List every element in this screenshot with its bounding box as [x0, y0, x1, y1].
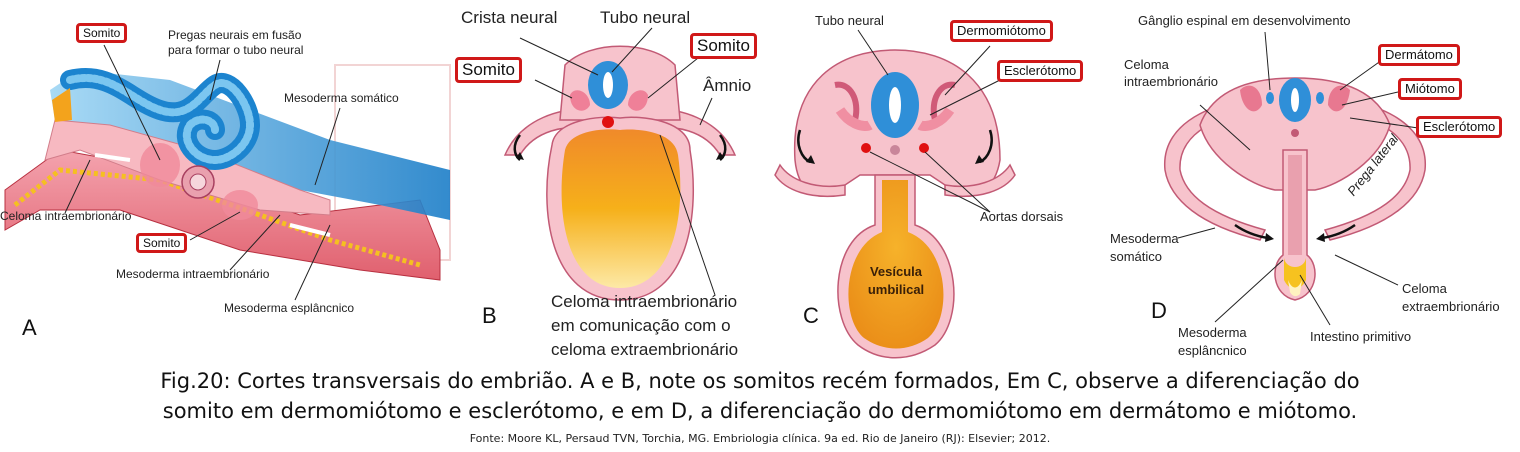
panel-a-illustration [4, 44, 451, 301]
dermatomo-label: Dermátomo [1378, 44, 1460, 66]
panel-b-illustration [503, 27, 737, 301]
esclerotomo-label-d: Esclerótomo [1416, 116, 1503, 138]
vesicula-label-line2: umbilical [867, 282, 925, 297]
celoma-extra-label-d-line1: Celoma [1402, 281, 1447, 296]
celoma-b-line1: Celoma intraembrionário [551, 292, 738, 311]
miotomo-label: Miótomo [1398, 78, 1462, 100]
crista-neural-label: Crista neural [461, 8, 558, 27]
celoma-intra-label-d-line2: intraembrionário [1124, 74, 1218, 89]
panel-d-letter: D [1151, 298, 1167, 323]
ganglio-label: Gânglio espinal em desenvolvimento [1138, 13, 1351, 28]
mesoderma-esplancnico-d-line1: Mesoderma [1178, 325, 1247, 340]
panel-c-illustration [774, 29, 1016, 359]
somito-label-b-right: Somito [690, 33, 757, 60]
figure-caption-line2: somito em dermomiótomo e esclerótomo, e … [162, 399, 1358, 423]
dermomiotomo-label: Dermomiótomo [950, 20, 1053, 42]
mesoderma-esplancnico-d-line2: esplâncnico [1178, 343, 1247, 358]
panel-b-letter: B [482, 303, 497, 328]
vesicula-label-line1: Vesícula [869, 264, 923, 279]
aortas-dorsais-label: Aortas dorsais [980, 209, 1064, 224]
celoma-b-line2: em comunicação com o [551, 316, 731, 335]
panel-c-letter: C [803, 303, 819, 328]
celoma-label-a: Celoma intraembrionário [0, 209, 132, 223]
celoma-extra-label-d-line2: extraembrionário [1402, 299, 1500, 314]
amnio-label: Âmnio [703, 76, 752, 95]
mesoderma-somatico-label-a: Mesoderma somático [284, 91, 399, 105]
mesoderma-somatico-d-line1: Mesoderma [1110, 231, 1179, 246]
mesoderma-esplancnico-label-a: Mesoderma esplâncnico [224, 301, 355, 315]
celoma-intra-label-d-line1: Celoma [1124, 57, 1169, 72]
celoma-b-line3: celoma extraembrionário [551, 340, 739, 359]
pregas-label-line2: para formar o tubo neural [168, 43, 304, 57]
mesoderma-somatico-d-line2: somático [1110, 249, 1163, 264]
somito-label-a-bottom: Somito [136, 233, 188, 254]
esclerotomo-label-c: Esclerótomo [997, 60, 1084, 82]
mesoderma-intra-label-a: Mesoderma intraembrionário [116, 267, 270, 281]
figure-source: Fonte: Moore KL, Persaud TVN, Torchia, M… [469, 432, 1051, 445]
somito-label-a-top: Somito [76, 23, 128, 44]
tubo-neural-label-b: Tubo neural [600, 8, 691, 27]
pregas-label-line1: Pregas neurais em fusão [168, 28, 302, 42]
panel-d-illustration [1164, 31, 1426, 326]
panel-a-letter: A [22, 315, 37, 340]
figure-caption-line1: Fig.20: Cortes transversais do embrião. … [160, 369, 1360, 393]
somito-label-b-left: Somito [455, 57, 522, 84]
intestino-primitivo-label: Intestino primitivo [1310, 329, 1412, 344]
tubo-neural-label-c: Tubo neural [815, 13, 884, 28]
